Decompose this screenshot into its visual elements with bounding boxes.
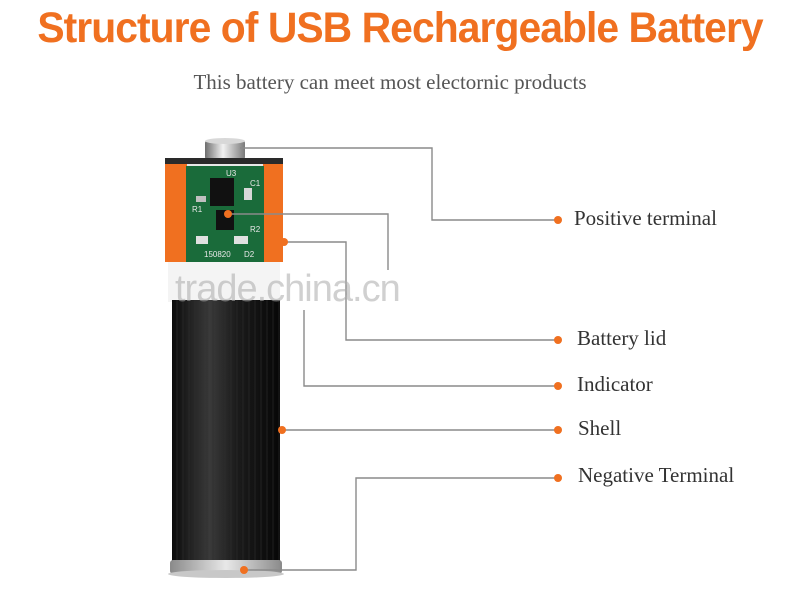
pcb-label-chip: U3 — [226, 169, 237, 178]
page-subtitle: This battery can meet most electornic pr… — [193, 70, 587, 94]
negative-terminal-base — [168, 560, 284, 578]
leader-indicator — [303, 310, 558, 387]
label-shell: Shell — [578, 416, 622, 440]
leader-dots — [224, 210, 562, 574]
indicator-band — [168, 262, 280, 302]
label-indicator: Indicator — [577, 372, 653, 396]
dot-lid — [280, 238, 288, 246]
leader-lines — [228, 147, 558, 571]
dot-negative-start — [240, 566, 248, 574]
label-positive-terminal: Positive terminal — [574, 206, 717, 230]
leader-pcb — [228, 213, 389, 270]
pcb-label-code: 150820 — [204, 250, 231, 259]
label-battery-lid: Battery lid — [577, 326, 667, 350]
dot-pcb — [224, 210, 232, 218]
dot-indicator — [554, 382, 562, 390]
positive-terminal-cap — [205, 138, 245, 160]
leader-battery-lid — [284, 241, 558, 341]
dot-battery-lid — [554, 336, 562, 344]
dot-negative-terminal — [554, 474, 562, 482]
dot-shell — [554, 426, 562, 434]
pcb-board: U3 R1 R2 C1 150820 D2 — [186, 166, 264, 262]
pcb-label-r2: R2 — [250, 225, 261, 234]
battery-shell — [172, 300, 280, 562]
pcb-chip — [210, 178, 234, 206]
dot-shell-start — [278, 426, 286, 434]
page-title: Structure of USB Rechargeable Battery — [37, 4, 763, 52]
leader-negative-terminal — [244, 477, 558, 571]
pcb-label-d2: D2 — [244, 250, 255, 259]
dot-positive-terminal — [554, 216, 562, 224]
leader-positive-terminal — [240, 147, 558, 221]
pcb-label-c1: C1 — [250, 179, 261, 188]
pcb-label-r1: R1 — [192, 205, 203, 214]
label-negative-terminal: Negative Terminal — [578, 463, 735, 487]
watermark: trade.china.cn — [175, 268, 401, 310]
